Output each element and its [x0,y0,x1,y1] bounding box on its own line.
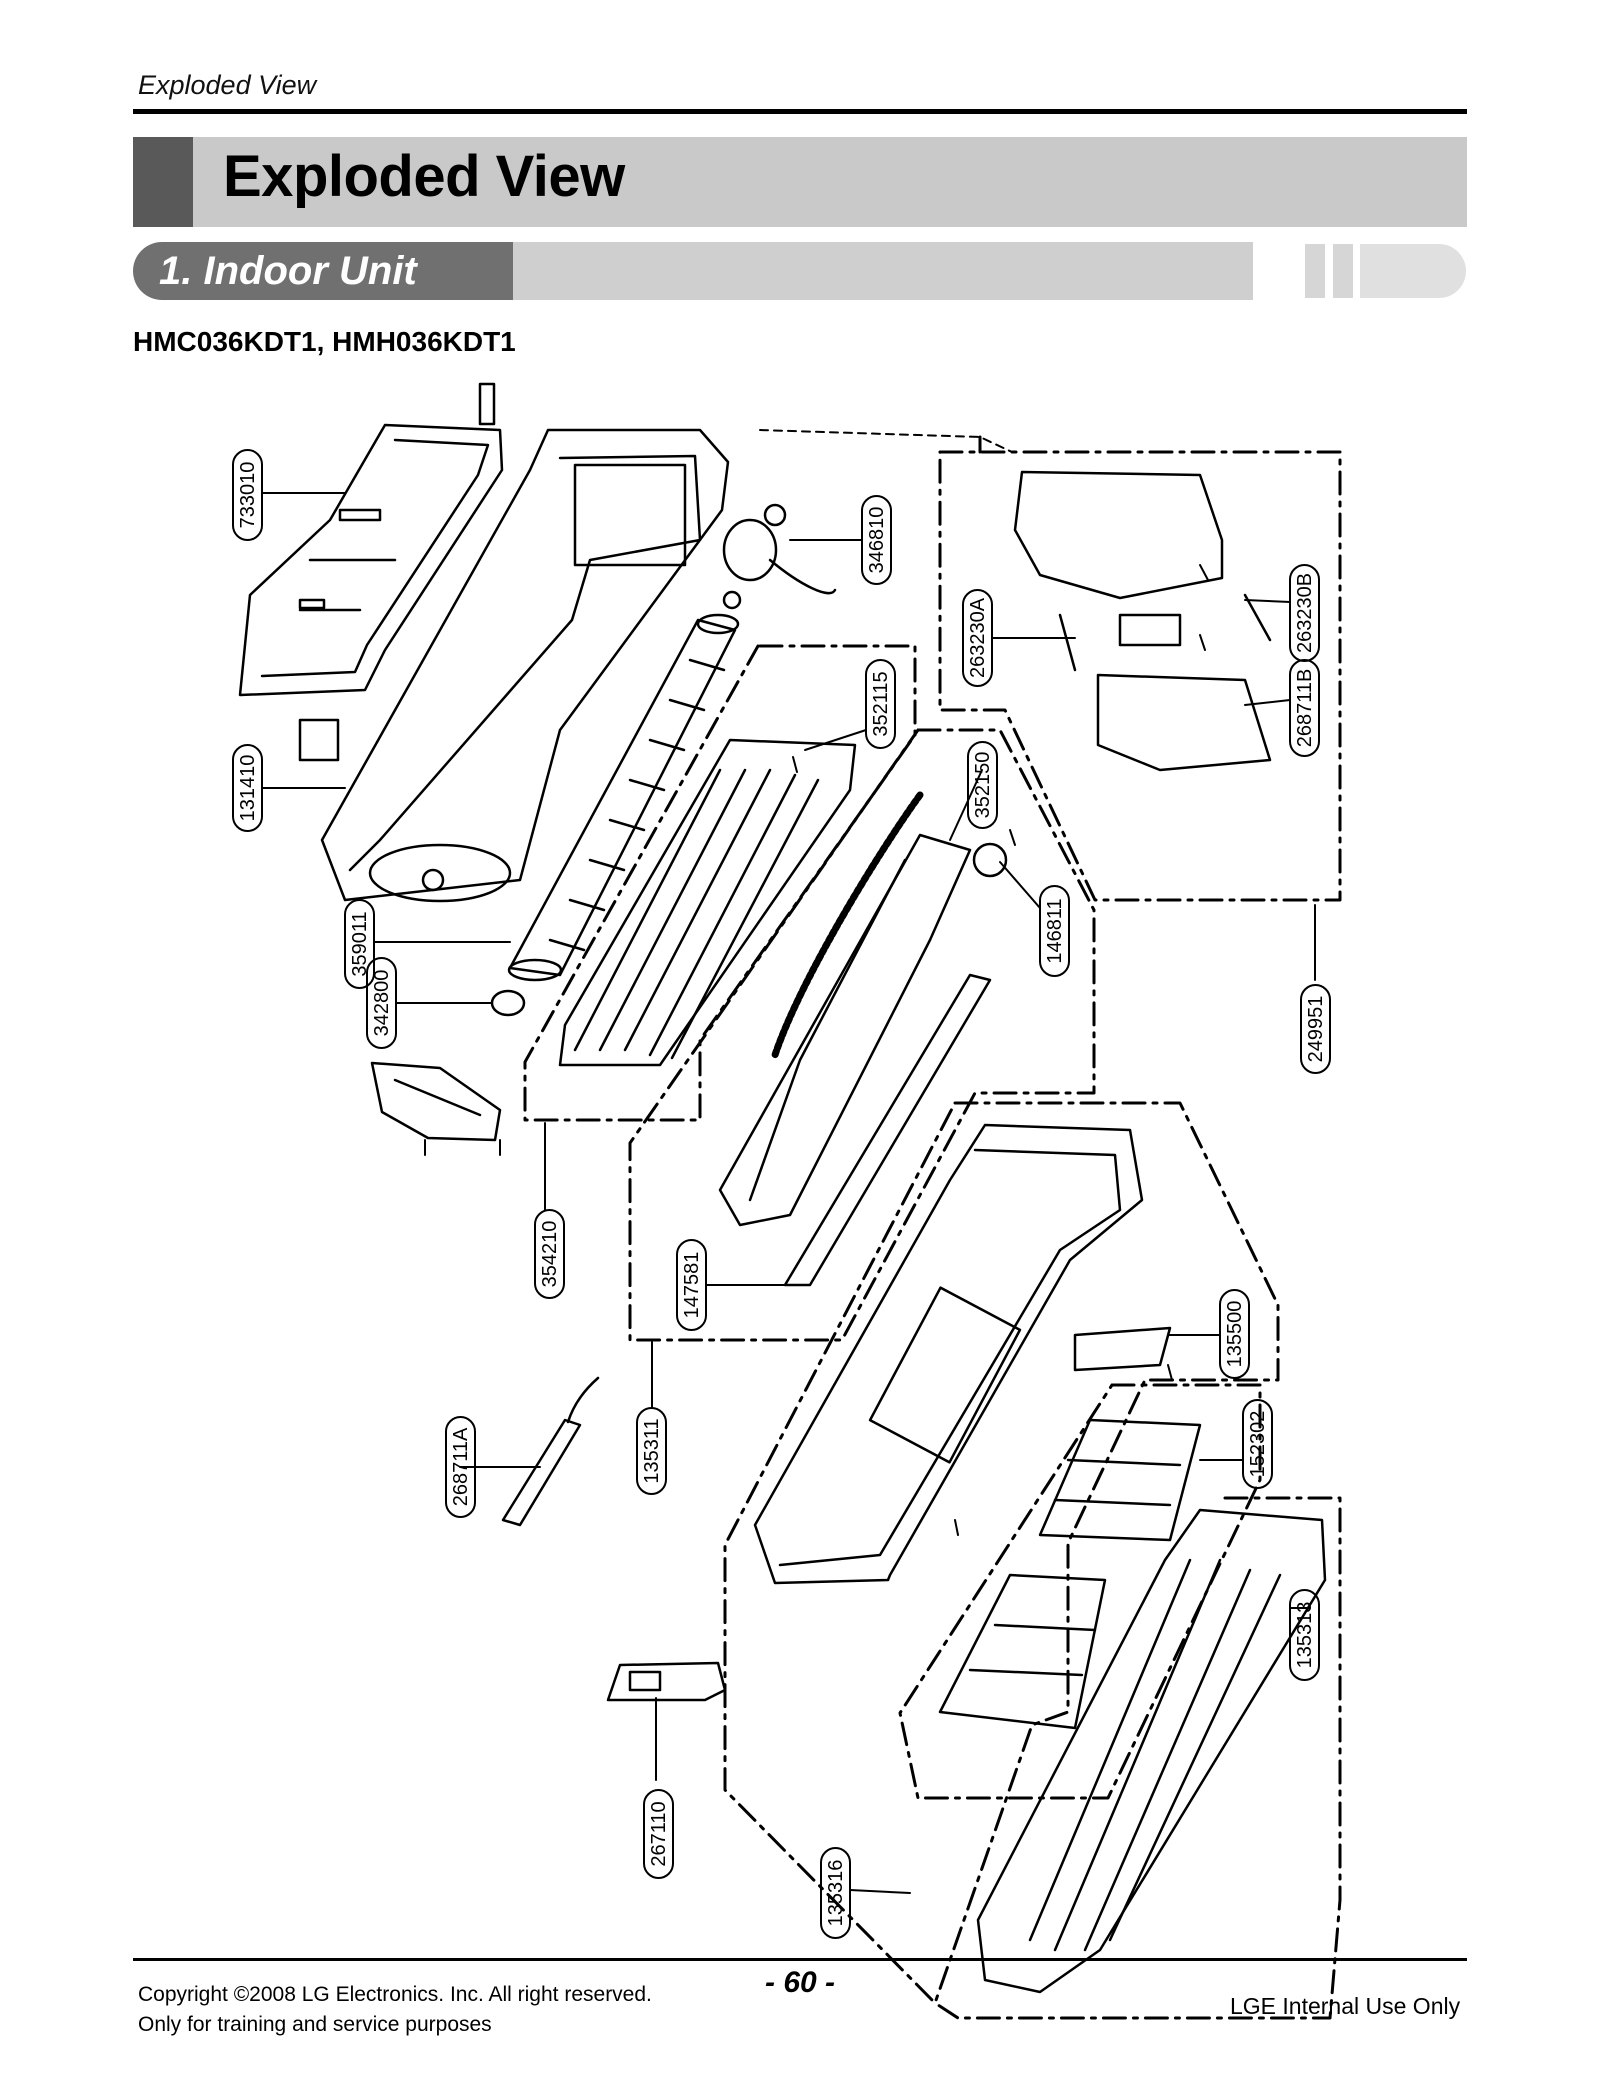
footer-rule [133,1958,1467,1961]
callout-263230a: 263230A [967,597,989,678]
training-text: Only for training and service purposes [138,2013,492,2036]
callout-342800: 342800 [371,970,393,1037]
drain-pan [718,833,1008,1287]
front-grille [976,1508,1327,1994]
control-box [1013,470,1272,772]
callout-capsule [820,1847,851,1939]
callout-capsule [962,589,993,687]
title-accent [133,137,193,227]
callout-capsule [643,1789,674,1879]
title-band: Exploded View [133,137,1467,227]
callout-146811: 146811 [1044,898,1066,963]
callout-359011: 359011 [349,911,371,976]
callout-capsule [861,495,892,585]
callout-capsule [445,1416,476,1518]
page-number: - 60 - [765,1966,836,1999]
callout-352115: 352115 [870,671,892,736]
remote-controller [606,1661,727,1702]
drain-hose [771,791,924,1059]
section-pill [133,242,513,300]
callout-263230b: 263230B [1294,573,1316,653]
callout-capsule [865,659,896,749]
callout-capsule [366,957,397,1049]
callout-capsule [1300,984,1331,1074]
chassis [298,428,730,903]
footer-left: Copyright ©2008 LG Electronics. Inc. All… [138,1980,652,2040]
callout-131410: 131410 [237,755,259,822]
copyright-text: Copyright ©2008 LG Electronics. Inc. All… [138,1983,652,2006]
callout-capsule [1242,1399,1273,1489]
callout-capsule [1289,1589,1320,1681]
running-header: Exploded View [138,70,317,100]
internal-use-text: LGE Internal Use Only [1230,1993,1461,2019]
section-band: 1. Indoor Unit [133,242,1253,300]
callout-capsule [1219,1289,1250,1379]
page-title: Exploded View [223,144,625,209]
callout-733010: 733010 [237,462,259,529]
callout-135313: 135313 [1294,1602,1316,1669]
callout-capsule [1289,659,1320,757]
callout-249951: 249951 [1305,996,1327,1063]
section-deco-tab [1360,244,1466,298]
callout-147581: 147581 [681,1252,703,1319]
callout-capsule [344,899,375,989]
callout-267110: 267110 [648,1801,670,1866]
callout-135500: 135500 [1224,1301,1246,1368]
screws [424,564,1209,1536]
installation-plate [238,382,504,697]
callout-capsule [534,1209,565,1299]
model-numbers: HMC036KDT1, HMH036KDT1 [133,326,516,357]
front-frame [753,1123,1172,1585]
fan-motor [722,503,837,610]
air-filters [938,1418,1202,1730]
callout-354210: 354210 [539,1221,561,1288]
callout-capsules [232,449,1331,1939]
section-deco-bar [1333,244,1353,298]
section-title: 1. Indoor Unit [159,249,417,293]
motor-mount [370,1061,502,1142]
evaporator [558,738,857,1067]
section-bar [513,242,1253,300]
callout-capsule [232,744,263,832]
callout-capsule [232,449,263,541]
display-pcb [501,1376,600,1527]
callout-capsule [676,1239,707,1331]
callout-268711b: 268711B [1294,669,1316,748]
callout-135311: 135311 [641,1418,663,1483]
callout-capsule [636,1407,667,1495]
callout-352150: 352150 [972,752,994,819]
group-outlines [523,429,1342,2020]
callout-labels: 733010 131410 359011 342800 354210 26871… [237,462,1327,1927]
callout-capsule [967,741,998,829]
callout-268711a: 268711A [450,1427,472,1506]
callout-capsule [1039,885,1070,977]
callout-346810: 346810 [866,507,888,574]
callout-152302: 152302 [1247,1411,1269,1478]
header-rule [133,109,1467,114]
leader-lines [261,492,1316,1894]
section-deco-bar [1305,244,1325,298]
callout-135316: 135316 [825,1860,847,1927]
